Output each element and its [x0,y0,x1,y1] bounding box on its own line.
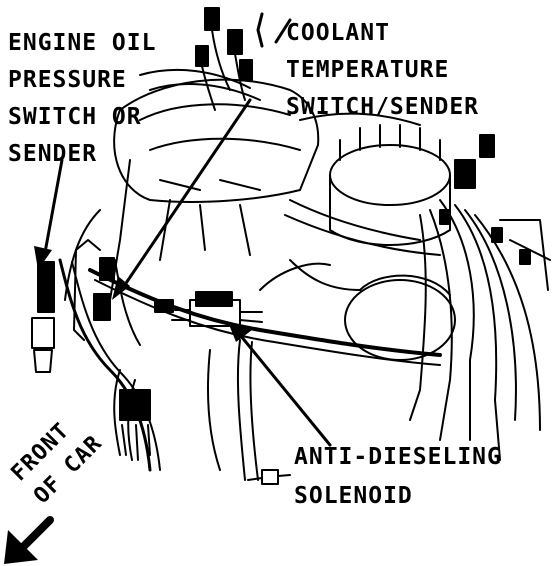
label-line: PRESSURE [8,67,127,93]
engine-oil-pressure-label: ENGINE OIL PRESSURE SWITCH OR SENDER [8,32,156,180]
label-line: TEMPERATURE [286,57,450,83]
spark-plug-wires [409,199,551,461]
wiring-harness [58,239,442,481]
top-connector-cluster [139,7,264,111]
anti-dieseling-solenoid-label: ANTI-DIESELING SOLENOID [294,446,502,524]
label-line: ANTI-DIESELING [294,444,502,470]
label-line: ENGINE OIL [8,30,157,56]
oil-pressure-switch [31,257,115,373]
arrowhead-solenoid [228,322,252,342]
lower-connectors [119,389,291,485]
label-line: SWITCH/SENDER [286,94,480,120]
arrowhead-oil [34,246,52,270]
coolant-temperature-label: COOLANT TEMPERATURE SWITCH/SENDER [286,22,479,133]
distributor [284,112,495,361]
anti-dieseling-solenoid-body [154,291,263,327]
label-line: SOLENOID [294,483,413,509]
arrowhead-coolant-connector [112,276,130,300]
front-of-car-arrow [4,516,54,564]
label-line: COOLANT [286,20,390,46]
label-line: SWITCH OR [8,104,142,130]
label-line: SENDER [8,141,98,167]
leader-arrows [42,18,332,447]
